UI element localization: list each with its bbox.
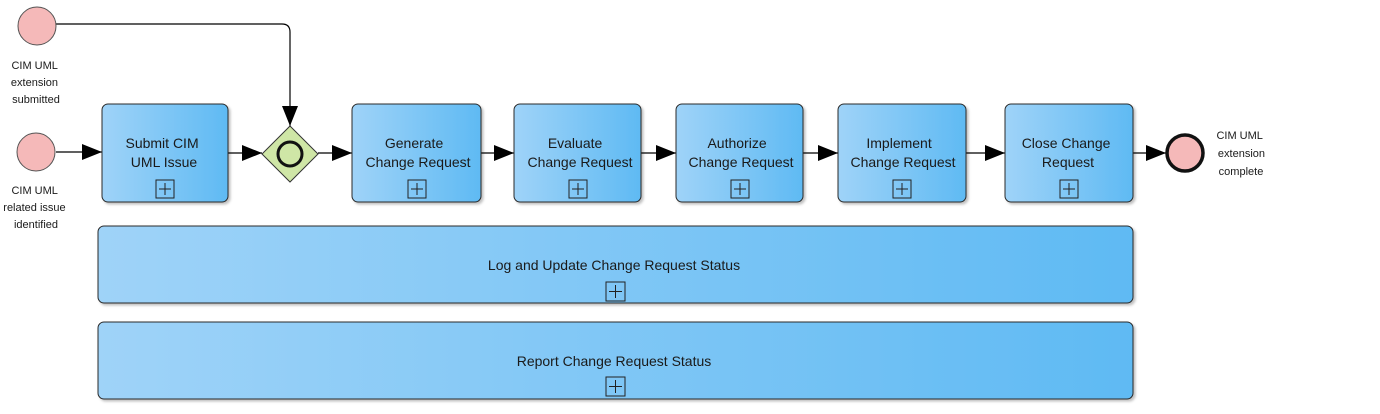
inclusive-gateway-icon [276,140,304,168]
collapsed-subprocess-icon[interactable] [605,376,626,397]
task-report-status[interactable]: Report Change Request Status [97,321,1134,400]
task-close-label: Close Change Request [1022,135,1115,170]
task-box [675,103,804,203]
task-implement-label: Implement Change Request [850,135,955,170]
collapsed-subprocess-icon[interactable] [892,179,912,199]
start-event-icon [17,6,57,46]
task-box [837,103,967,203]
task-generate[interactable]: Generate Change Request [351,103,482,203]
collapsed-subprocess-icon[interactable] [568,179,588,199]
task-close[interactable]: Close Change Request [1004,103,1134,203]
start-event-related-issue[interactable]: CIM UML related issue identified [3,132,68,231]
task-evaluate[interactable]: Evaluate Change Request [513,103,642,203]
collapsed-subprocess-icon[interactable] [605,281,626,302]
gateway-diamond [261,125,319,183]
start-event-submitted-label: CIM UML extension submitted [11,60,61,106]
task-box [101,103,229,203]
task-submit-label: Submit CIM UML Issue [125,135,202,170]
task-box [513,103,642,203]
end-event-icon [1165,133,1205,173]
sequence-flows [56,23,1166,161]
collapsed-subprocess-icon[interactable] [730,179,750,199]
task-implement[interactable]: Implement Change Request [837,103,967,203]
end-event-complete[interactable]: CIM UML extension complete [1165,130,1268,178]
collapsed-subprocess-icon[interactable] [407,179,427,199]
collapsed-subprocess-icon[interactable] [1059,179,1079,199]
flow-submitted-to-gateway [56,23,298,126]
collapsed-subprocess-icon[interactable] [155,179,175,199]
inclusive-gateway[interactable] [261,125,319,183]
task-box [351,103,482,203]
task-box [1004,103,1134,203]
task-box [97,321,1134,400]
task-log-update-status[interactable]: Log and Update Change Request Status [97,225,1134,304]
task-box [97,225,1134,304]
start-event-icon [16,132,56,172]
task-report-label: Report Change Request Status [517,353,712,369]
end-event-complete-label: CIM UML extension complete [1216,130,1268,178]
start-event-related-label: CIM UML related issue identified [3,185,68,231]
task-evaluate-label: Evaluate Change Request [527,135,632,170]
task-log-label: Log and Update Change Request Status [488,257,740,273]
start-event-submitted[interactable]: CIM UML extension submitted [11,6,61,106]
task-authorize[interactable]: Authorize Change Request [675,103,804,203]
task-authorize-label: Authorize Change Request [688,135,793,170]
task-submit[interactable]: Submit CIM UML Issue [101,103,229,203]
task-generate-label: Generate Change Request [365,135,470,170]
